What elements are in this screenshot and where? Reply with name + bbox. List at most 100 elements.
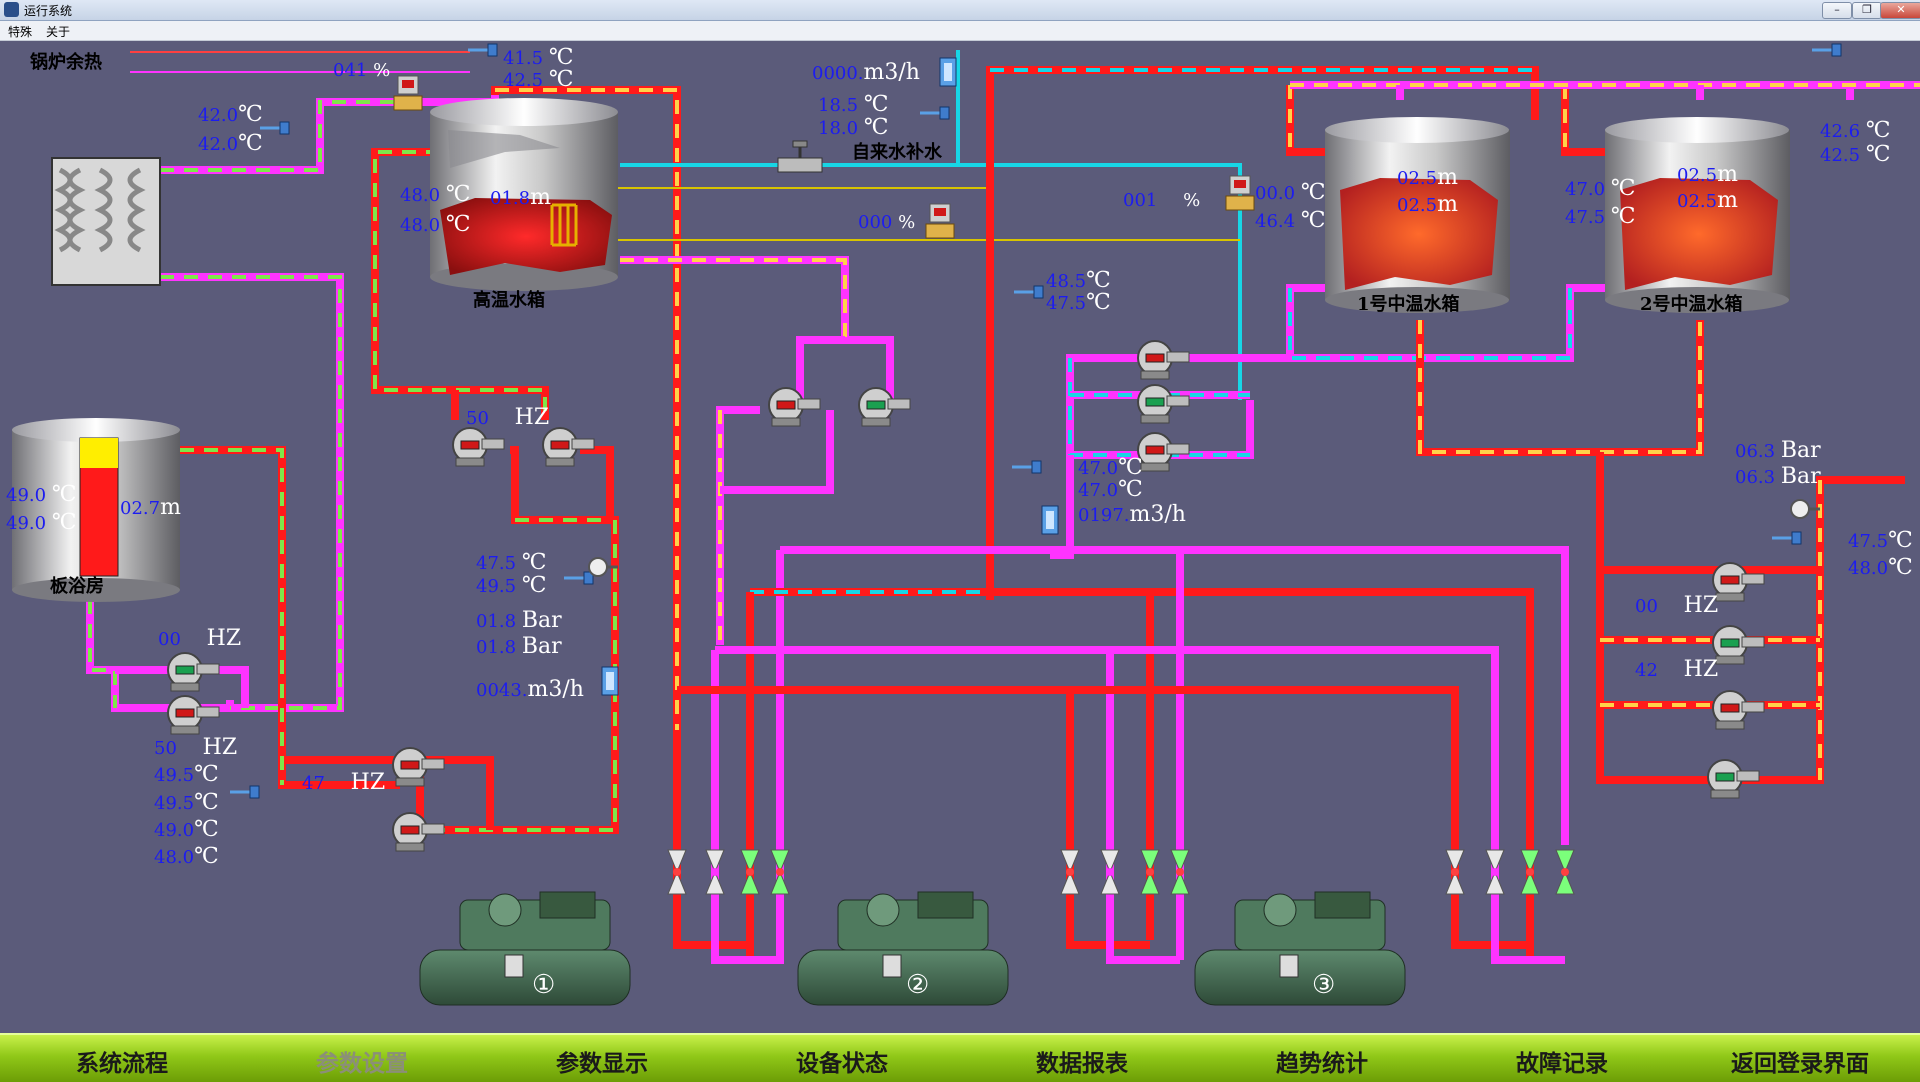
tank1-label: 1号中温水箱 bbox=[1357, 294, 1460, 315]
process-diagram: 锅炉余热 高温水箱 1号中温水箱 2号中温水箱 板浴房 自来水补水 041 % … bbox=[0, 40, 1920, 1033]
menu-item-special[interactable]: 特殊 bbox=[8, 25, 33, 39]
valve-icon[interactable] bbox=[1100, 849, 1120, 895]
valve-icon[interactable] bbox=[705, 849, 725, 895]
sensor-group bbox=[230, 43, 1842, 799]
pump-icon[interactable] bbox=[1712, 562, 1765, 602]
deg-unit: ℃ bbox=[51, 510, 77, 535]
valve-icon[interactable] bbox=[1520, 849, 1540, 895]
pump-icon[interactable] bbox=[1137, 384, 1190, 424]
mid-temp-1: 48.5℃ bbox=[1046, 268, 1111, 293]
nav-param-display[interactable]: 参数显示 bbox=[556, 1051, 648, 1077]
right-t2-value: 48.0 bbox=[1848, 558, 1889, 579]
ll-temp-3: 49.0℃ bbox=[154, 817, 219, 842]
ll-t3-value: 49.0 bbox=[154, 820, 195, 841]
window-titlebar: 运行系统 – ❐ ✕ bbox=[0, 0, 1920, 21]
bar-unit: Bar bbox=[521, 608, 562, 633]
valve-icon[interactable] bbox=[740, 849, 760, 895]
c-p1-value: 01.8 bbox=[476, 611, 517, 632]
control-valve-icon[interactable] bbox=[393, 75, 423, 111]
high-temp-tank bbox=[430, 98, 618, 291]
chiller-group bbox=[419, 891, 1406, 1006]
minimize-button[interactable]: – bbox=[1822, 2, 1852, 19]
pump-icon[interactable] bbox=[167, 695, 220, 735]
right-temp-1: 47.5℃ bbox=[1848, 528, 1913, 553]
nav-data-report[interactable]: 数据报表 bbox=[1036, 1051, 1128, 1077]
pump-icon[interactable] bbox=[1137, 340, 1190, 380]
boiler-valve-value: 041 % bbox=[333, 60, 390, 81]
hz-47: 47 HZ bbox=[302, 770, 385, 795]
deg-unit: ℃ bbox=[1610, 176, 1636, 201]
chiller-icon[interactable] bbox=[419, 891, 631, 1006]
process-diagram-svg bbox=[12, 43, 1920, 1006]
top-temp-1: 41.5 ℃ bbox=[503, 45, 573, 70]
control-valve-icon[interactable] bbox=[1225, 175, 1255, 211]
nav-return-login[interactable]: 返回登录界面 bbox=[1731, 1051, 1869, 1077]
restore-button[interactable]: ❐ bbox=[1852, 2, 1882, 19]
high-temp-2: 48.0 ℃ bbox=[400, 212, 470, 237]
pump-icon[interactable] bbox=[392, 812, 445, 852]
nav-device-status[interactable]: 设备状态 bbox=[796, 1051, 888, 1077]
m-unit: m bbox=[160, 495, 181, 520]
control-valve-icon[interactable] bbox=[925, 203, 955, 239]
c-temp-1: 47.5 ℃ bbox=[476, 550, 546, 575]
chiller-icon[interactable] bbox=[797, 891, 1009, 1006]
tank2-level2-value: 02.5 bbox=[1677, 191, 1718, 212]
temperature-sensor-icon bbox=[1772, 531, 1802, 545]
valve-icon[interactable] bbox=[1140, 849, 1160, 895]
pump3-temp-1: 47.0℃ bbox=[1078, 455, 1143, 480]
pump-icon[interactable] bbox=[392, 747, 445, 787]
pump-icon[interactable] bbox=[768, 387, 821, 427]
valve-group bbox=[667, 849, 1575, 895]
temperature-sensor-icon bbox=[564, 571, 594, 585]
tank1-t1-value: 00.0 bbox=[1255, 183, 1296, 204]
deg-unit: ℃ bbox=[1086, 290, 1111, 315]
pump-icon[interactable] bbox=[452, 427, 505, 467]
flow-unit: m3/h bbox=[1129, 502, 1186, 527]
deg-unit: ℃ bbox=[238, 131, 263, 156]
pump-icon[interactable] bbox=[1712, 690, 1765, 730]
far-t2-value: 42.5 bbox=[1820, 145, 1861, 166]
deg-unit: ℃ bbox=[1888, 555, 1913, 580]
bath-t1-value: 49.0 bbox=[6, 485, 47, 506]
pump-icon[interactable] bbox=[167, 652, 220, 692]
nav-fault-log[interactable]: 故障记录 bbox=[1516, 1051, 1608, 1077]
nav-param-settings[interactable]: 参数设置 bbox=[316, 1051, 408, 1077]
tap-valve-icon[interactable] bbox=[777, 140, 823, 173]
tank1-level2-value: 02.5 bbox=[1397, 195, 1438, 216]
valve-icon[interactable] bbox=[1555, 849, 1575, 895]
nav-system-flow[interactable]: 系统流程 bbox=[76, 1051, 168, 1077]
valve-icon[interactable] bbox=[1170, 849, 1190, 895]
c-flow: 0043.m3/h bbox=[476, 677, 584, 702]
pump-icon[interactable] bbox=[1707, 759, 1760, 799]
pump-icon[interactable] bbox=[542, 427, 595, 467]
menu-item-about[interactable]: 关于 bbox=[46, 25, 71, 39]
tank2-label: 2号中温水箱 bbox=[1640, 294, 1743, 315]
valve-right-pct: 001 bbox=[1123, 190, 1158, 211]
deg-unit: ℃ bbox=[445, 182, 471, 207]
flow-unit: m3/h bbox=[527, 677, 584, 702]
nav-trend-stats[interactable]: 趋势统计 bbox=[1276, 1051, 1368, 1077]
ll-temp-4: 48.0℃ bbox=[154, 844, 219, 869]
heat-exchanger bbox=[51, 157, 161, 286]
m-unit: m bbox=[1437, 192, 1458, 217]
deg-unit: ℃ bbox=[1118, 455, 1143, 480]
flow-top: 0000.m3/h bbox=[812, 60, 920, 85]
chiller-icon[interactable] bbox=[1194, 891, 1406, 1006]
c-pressure-1: 01.8 Bar bbox=[476, 608, 562, 633]
valve-icon[interactable] bbox=[667, 849, 687, 895]
tank1-level-2: 02.5m bbox=[1397, 192, 1458, 217]
close-button[interactable]: ✕ bbox=[1880, 2, 1920, 19]
tank2 bbox=[1605, 117, 1790, 313]
pump-icon[interactable] bbox=[1712, 625, 1765, 665]
pump-icon[interactable] bbox=[858, 387, 911, 427]
deg-unit: ℃ bbox=[548, 67, 574, 92]
left-t1-value: 42.0 bbox=[198, 105, 239, 126]
deg-unit: ℃ bbox=[194, 790, 219, 815]
valve-icon[interactable] bbox=[1445, 849, 1465, 895]
pump-icon[interactable] bbox=[1137, 432, 1190, 472]
tank1-level1-value: 02.5 bbox=[1397, 168, 1438, 189]
valve-icon[interactable] bbox=[1485, 849, 1505, 895]
tank2-t2-value: 47.5 bbox=[1565, 207, 1606, 228]
valve-icon[interactable] bbox=[1060, 849, 1080, 895]
valve-icon[interactable] bbox=[770, 849, 790, 895]
